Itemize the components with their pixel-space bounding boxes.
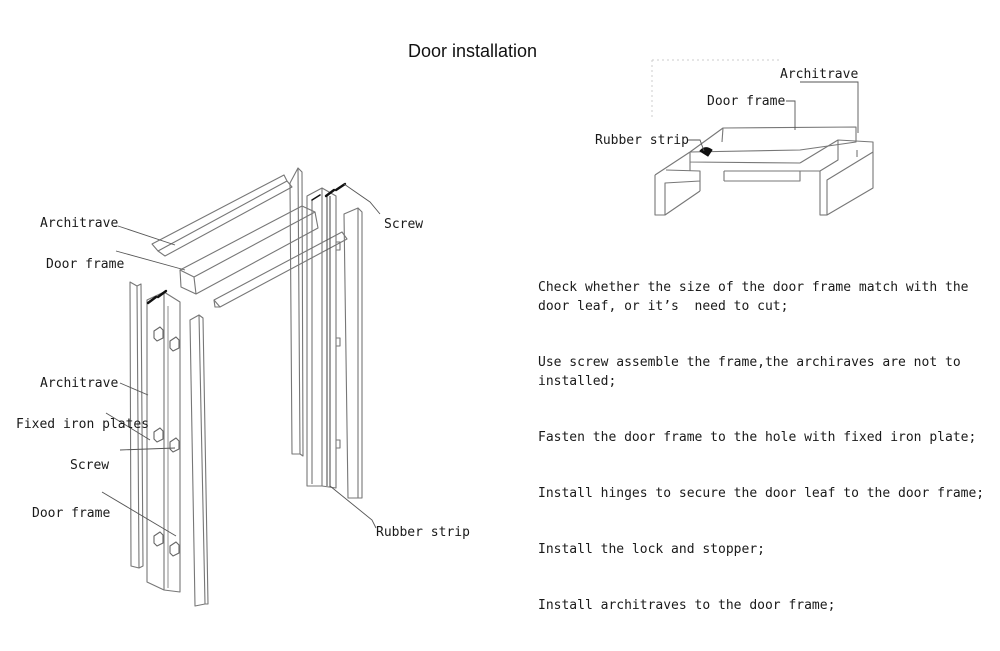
step-6: Install architraves to the door frame; bbox=[538, 598, 836, 613]
label-section-rubber-strip: Rubber strip bbox=[595, 133, 689, 148]
label-door-frame-top: Door frame bbox=[46, 257, 125, 272]
diagram-title: Door installation bbox=[408, 41, 538, 61]
cross-section bbox=[654, 126, 874, 216]
step-2: Use screw assemble the frame,the archira… bbox=[538, 355, 969, 389]
top-architrave-piece-2 bbox=[213, 231, 348, 308]
top-architrave-piece bbox=[151, 174, 293, 257]
label-rubber-strip: Rubber strip bbox=[376, 525, 470, 540]
right-back-architrave bbox=[289, 167, 304, 457]
step-5: Install the lock and stopper; bbox=[538, 542, 765, 557]
screw-markers bbox=[146, 182, 347, 305]
step-4: Install hinges to secure the door leaf t… bbox=[538, 486, 985, 501]
right-architrave bbox=[336, 207, 363, 499]
label-fixed-iron-plates: Fixed iron plates bbox=[16, 417, 150, 432]
iron-plates bbox=[153, 326, 180, 557]
label-architrave-side: Architrave bbox=[40, 376, 119, 391]
dotted-guides bbox=[651, 59, 780, 120]
left-architrave bbox=[129, 281, 144, 569]
right-jamb bbox=[306, 187, 337, 489]
label-section-architrave: Architrave bbox=[780, 67, 859, 82]
label-screw-side: Screw bbox=[70, 458, 110, 473]
top-door-frame-piece bbox=[179, 205, 319, 295]
leader-lines-main bbox=[101, 183, 381, 537]
step-3: Fasten the door frame to the hole with f… bbox=[538, 430, 977, 445]
label-screw-top: Screw bbox=[384, 217, 424, 232]
label-section-door-frame: Door frame bbox=[707, 94, 786, 109]
step-1: Check whether the size of the door frame… bbox=[538, 280, 977, 314]
left-front-architrave bbox=[189, 314, 209, 607]
label-door-frame-side: Door frame bbox=[32, 506, 111, 521]
leader-lines-section bbox=[687, 81, 859, 152]
label-architrave-top: Architrave bbox=[40, 216, 119, 231]
